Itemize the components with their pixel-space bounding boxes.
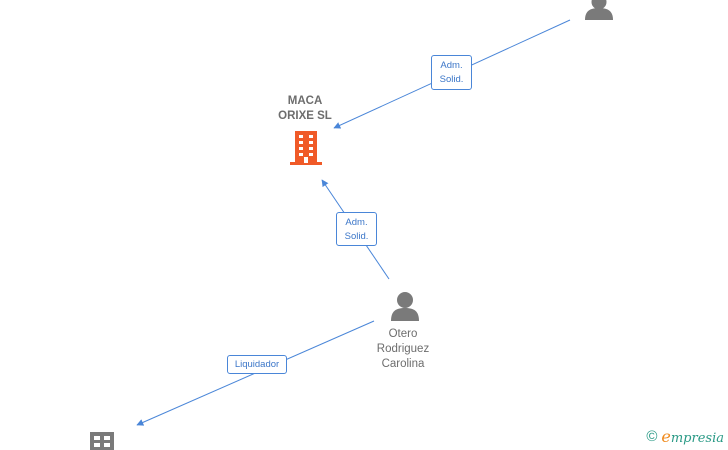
company-name[interactable]: MACA ORIXE SL <box>262 94 348 124</box>
edge-label-adm-solid[interactable]: Adm. Solid. <box>431 55 472 90</box>
brand-logo-initial: e <box>661 427 671 446</box>
brand-logo-rest: mpresia <box>670 431 724 446</box>
person-name[interactable]: Otero Rodriguez Carolina <box>360 327 446 372</box>
person-name-line2: Rodriguez <box>376 343 430 355</box>
company-name-line2: ORIXE SL <box>278 110 332 122</box>
person-name-line3: Carolina <box>381 358 425 370</box>
person-name-line1: Otero <box>388 328 418 340</box>
edge-label-adm-solid[interactable]: Adm. Solid. <box>336 212 377 246</box>
edge-label-line2: Solid. <box>439 74 464 85</box>
edge-label-line1: Adm. <box>440 60 463 71</box>
edge-label-line1: Adm. <box>345 217 368 228</box>
brand-logo[interactable]: empresia <box>661 427 724 446</box>
copyright-symbol: © <box>646 428 658 445</box>
person-icon[interactable] <box>584 0 614 20</box>
edge-label-line2: Solid. <box>344 231 369 242</box>
building-icon[interactable] <box>290 131 322 165</box>
person-icon[interactable] <box>390 291 420 321</box>
brand-footer: © empresia <box>646 427 724 446</box>
edge-label-liquidador[interactable]: Liquidador <box>227 355 287 374</box>
building-icon[interactable] <box>90 432 114 450</box>
company-name-line1: MACA <box>287 95 323 107</box>
edge-label-line1: Liquidador <box>234 359 280 370</box>
